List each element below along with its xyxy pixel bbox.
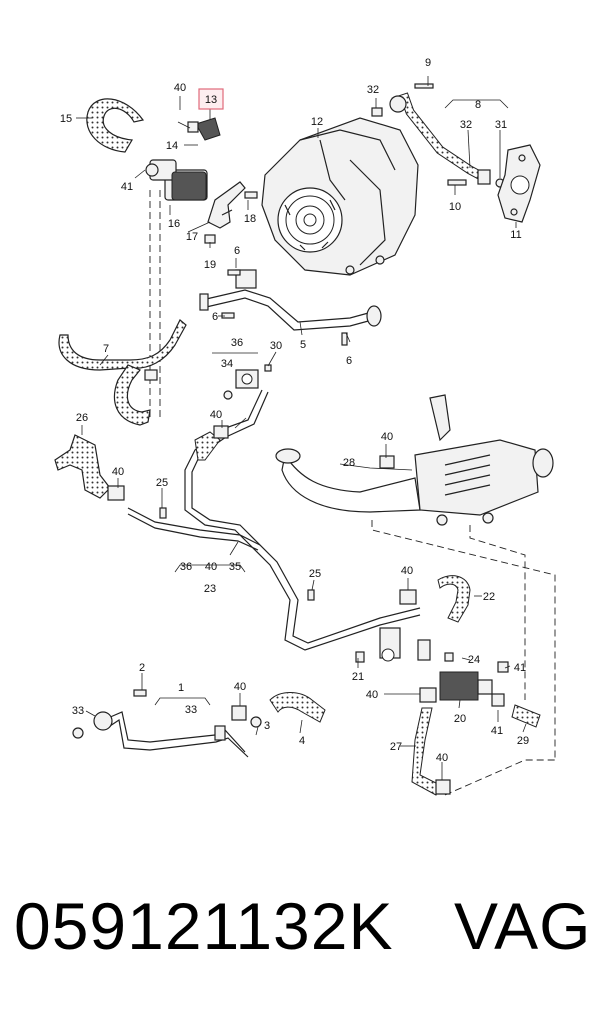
- callout-22: 22: [483, 591, 495, 603]
- bracket-34: [223, 364, 272, 400]
- callout-7: 7: [103, 343, 109, 355]
- callout-41: 41: [514, 662, 526, 674]
- callout-40: 40: [436, 752, 448, 764]
- callout-41: 41: [491, 725, 503, 737]
- callout-19: 19: [204, 259, 216, 271]
- part-number-caption: 059121132K VAG: [14, 888, 594, 964]
- hose-15: [86, 98, 145, 153]
- callout-3: 3: [264, 720, 270, 732]
- callout-20: 20: [454, 713, 466, 725]
- callout-13: 13: [205, 94, 217, 106]
- hose-29: [491, 693, 541, 728]
- sensor-13: [187, 117, 221, 141]
- callout-23: 23: [204, 583, 216, 595]
- callout-16: 16: [168, 218, 180, 230]
- valve-20: [379, 627, 509, 703]
- coolant-hose-exploded-diagram: 13 15 40 14 41 16 17 18 19 6 6 5 6 7 12 …: [54, 57, 556, 796]
- callout-4: 4: [299, 735, 305, 747]
- callout-1: 1: [178, 682, 184, 694]
- leader-lines: [76, 76, 527, 780]
- callout-28: 28: [343, 457, 355, 469]
- alternator-12: [261, 117, 419, 276]
- callout-24: 24: [468, 654, 480, 666]
- part-number: 059121132K: [14, 889, 394, 963]
- brand-name: VAG: [454, 889, 592, 963]
- callout-34: 34: [221, 358, 233, 370]
- callout-14: 14: [166, 140, 178, 152]
- hose-22: [399, 575, 471, 623]
- fasteners: [159, 269, 365, 663]
- callout-11: 11: [510, 229, 521, 241]
- callout-17: 17: [186, 231, 198, 243]
- pipe-1: [72, 689, 262, 758]
- callout-33: 33: [72, 705, 84, 717]
- hose-4: [269, 692, 326, 723]
- hose-27: [411, 707, 451, 796]
- callout-40: 40: [381, 431, 393, 443]
- callout-40: 40: [205, 561, 217, 573]
- valve-16: [145, 159, 208, 201]
- callout-9: 9: [425, 57, 431, 69]
- callout-15: 15: [60, 113, 72, 125]
- callout-8: 8: [475, 99, 481, 111]
- callout-35: 35: [229, 561, 241, 573]
- callout-labels: 13 15 40 14 41 16 17 18 19 6 6 5 6 7 12 …: [60, 57, 529, 764]
- callout-6: 6: [346, 355, 352, 367]
- pipe-5: [199, 269, 382, 331]
- callout-40: 40: [112, 466, 124, 478]
- callout-13-highlight: [198, 88, 224, 110]
- pipe-8: [371, 83, 505, 188]
- callout-29: 29: [517, 735, 529, 747]
- callout-40: 40: [174, 82, 186, 94]
- callout-32: 32: [460, 119, 472, 131]
- callout-6: 6: [212, 311, 218, 323]
- callout-30: 30: [270, 340, 282, 352]
- callout-36: 36: [231, 337, 243, 349]
- bracket-17: [204, 181, 258, 244]
- callout-12: 12: [311, 116, 323, 128]
- callout-36: 36: [180, 561, 192, 573]
- callout-40: 40: [401, 565, 413, 577]
- callout-33: 33: [185, 704, 197, 716]
- callout-27: 27: [390, 741, 402, 753]
- callout-18: 18: [244, 213, 256, 225]
- hose-7: [58, 319, 187, 426]
- callout-21: 21: [352, 671, 364, 683]
- callout-10: 10: [449, 201, 461, 213]
- callout-32: 32: [367, 84, 379, 96]
- callout-40: 40: [234, 681, 246, 693]
- part-26: [54, 434, 125, 501]
- callout-40: 40: [210, 409, 222, 421]
- pipe-23: [127, 389, 421, 651]
- callout-25: 25: [156, 477, 168, 489]
- callout-25: 25: [309, 568, 321, 580]
- hose-40-mid: [194, 425, 229, 461]
- callout-2: 2: [139, 662, 145, 674]
- callout-5: 5: [300, 339, 306, 351]
- callout-41: 41: [121, 181, 133, 193]
- callout-31: 31: [495, 119, 507, 131]
- callout-40: 40: [366, 689, 378, 701]
- flange-11: [497, 144, 541, 223]
- callout-6: 6: [234, 245, 240, 257]
- callout-26: 26: [76, 412, 88, 424]
- egr-cooler-28: [275, 394, 554, 526]
